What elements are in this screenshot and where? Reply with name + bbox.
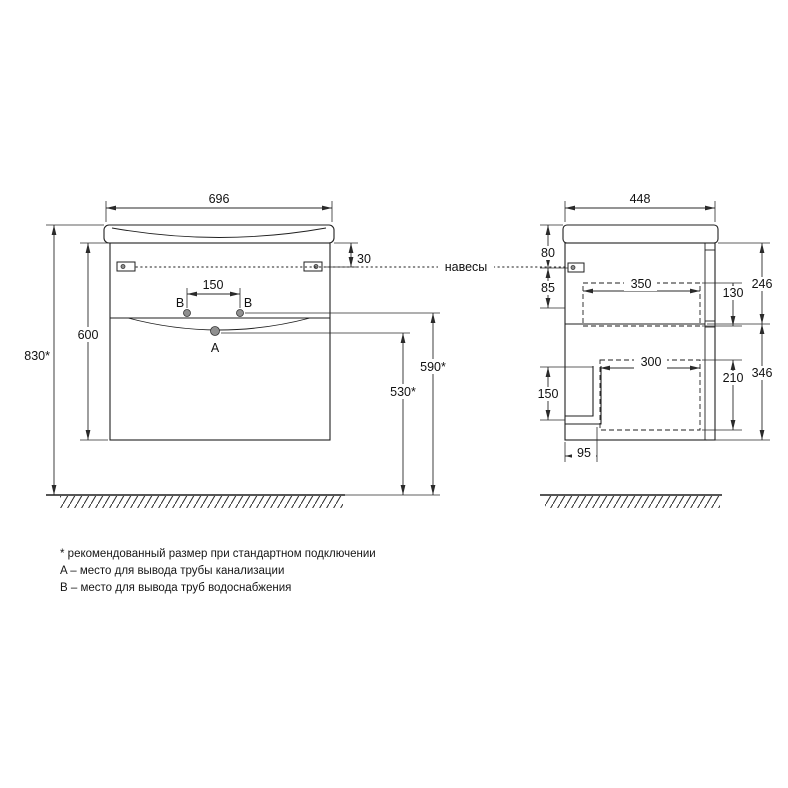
- dim-top-to-hanger: 80: [541, 246, 555, 260]
- cabinet-body-front: [109, 242, 331, 441]
- lower-drawer-box-dashed: [599, 359, 701, 431]
- countertop-side: [562, 224, 719, 244]
- ground-left: [46, 494, 345, 508]
- point-a-marker: [210, 326, 220, 336]
- hangers-callout: навесы: [135, 259, 567, 274]
- dim-cabinet-height: 600: [78, 328, 99, 342]
- point-b-left-label: B: [176, 296, 184, 310]
- front-view-drawing: B B A: [103, 224, 335, 441]
- footnote-a: A – место для вывода трубы канализации: [60, 565, 284, 577]
- dim-hanger-offset: 30: [357, 252, 371, 266]
- dim-upper-drawer-depth: 350: [631, 277, 652, 291]
- footnote-b: B – место для вывода труб водоснабжения: [60, 582, 291, 594]
- dim-mount-height: 830*: [24, 349, 50, 363]
- countertop-front: [103, 224, 335, 244]
- hanger-bracket-left: [116, 261, 136, 272]
- dim-hanger-gap: 85: [541, 281, 555, 295]
- dim-upper-front-height: 246: [752, 277, 773, 291]
- hangers-label: навесы: [445, 260, 488, 274]
- dim-drain-zone-height: 150: [538, 387, 559, 401]
- cabinet-body-side: [564, 242, 716, 441]
- ground-right: [540, 494, 722, 508]
- drain-pipe-outer: [565, 366, 602, 425]
- hanger-bracket-side: [567, 262, 585, 273]
- dim-lower-drawer-height: 210: [723, 371, 744, 385]
- hanger-side-dot-icon: [570, 265, 576, 270]
- footnotes: * рекомендованный размер при стандартном…: [60, 548, 376, 594]
- dim-lower-front-height: 346: [752, 366, 773, 380]
- dim-drain-offset: 95: [577, 446, 591, 460]
- drain-pipe-inner: [565, 366, 594, 417]
- hangers-label-bg: [438, 259, 494, 274]
- hanger-right-dot-icon: [313, 264, 319, 269]
- dim-lower-drawer-depth: 300: [641, 355, 662, 369]
- dim-upper-drawer-height: 130: [723, 286, 744, 300]
- point-a-label: A: [211, 341, 220, 355]
- point-b-right-marker: [236, 309, 244, 317]
- point-b-left-marker: [183, 309, 191, 317]
- footnote-size: * рекомендованный размер при стандартном…: [60, 548, 376, 560]
- dim-outlet-spacing: 150: [203, 278, 224, 292]
- side-view-drawing: [562, 224, 719, 441]
- side-view-dimensions: 448 80 85 350 130 246 300: [534, 192, 778, 462]
- hanger-left-dot-icon: [120, 264, 126, 269]
- dim-drain-height: 530*: [390, 385, 416, 399]
- dim-front-width: 696: [209, 192, 230, 206]
- hanger-bracket-right: [303, 261, 323, 272]
- front-view-dimensions: 696 830* 600 150 30 590* 530*: [24, 192, 451, 495]
- dim-depth: 448: [630, 192, 651, 206]
- dim-outlet-height: 590*: [420, 360, 446, 374]
- basin-front-curve: [111, 227, 327, 238]
- point-b-right-label: B: [244, 296, 252, 310]
